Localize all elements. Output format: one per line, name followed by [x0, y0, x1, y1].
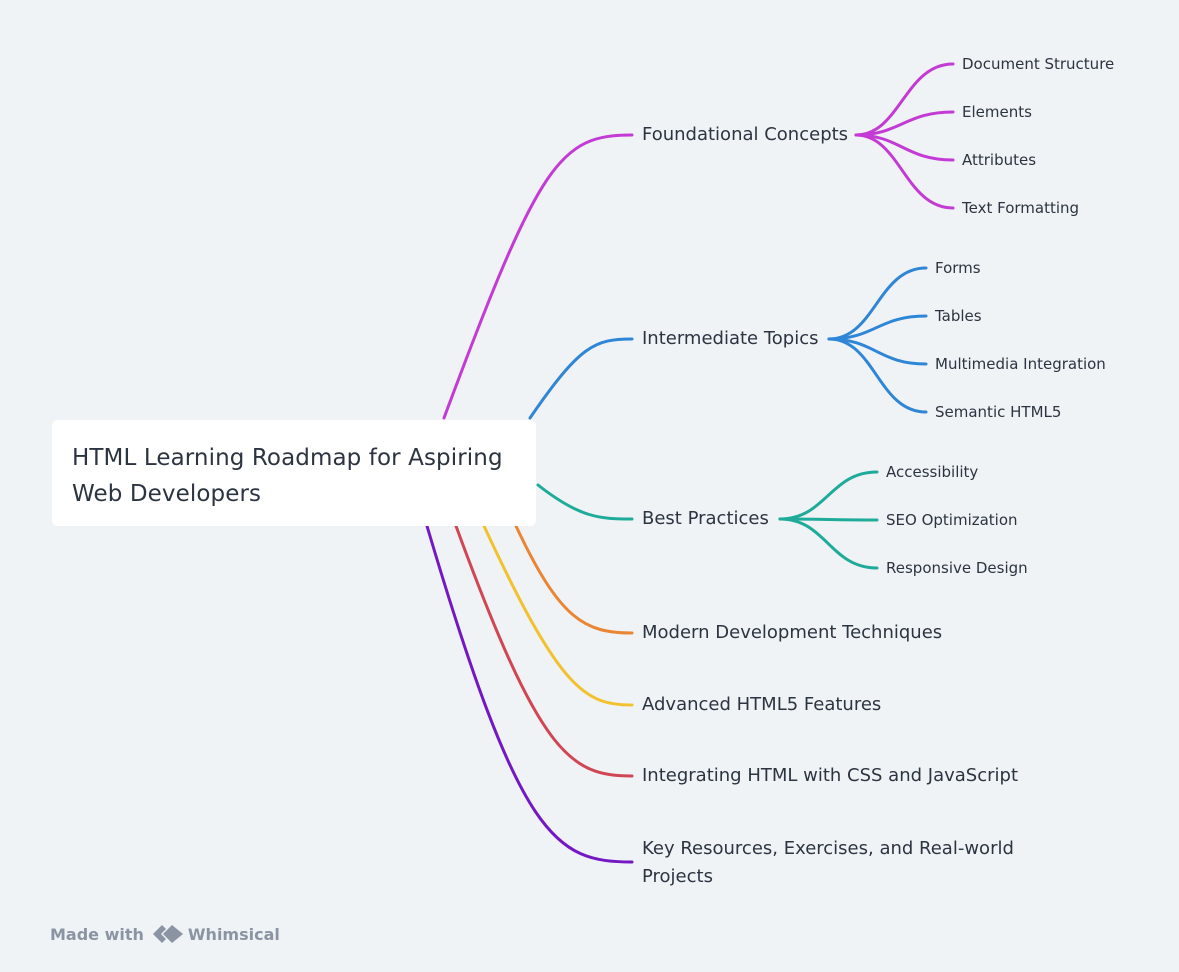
connector-accessibility	[778, 470, 879, 521]
branch-key-resources[interactable]: Key Resources, Exercises, and Real-world…	[642, 838, 1014, 887]
leaf-attributes[interactable]: Attributes	[962, 151, 1037, 169]
connector-best-practices	[536, 483, 634, 521]
leaf-semantic-html5[interactable]: Semantic HTML5	[935, 403, 1062, 421]
connector-tables	[827, 314, 928, 341]
branch-advanced-html5-features[interactable]: Advanced HTML5 Features	[642, 694, 882, 715]
connector-key-resources	[425, 524, 634, 864]
branch-modern-development-techniques[interactable]: Modern Development Techniques	[642, 622, 943, 643]
connector-elements	[854, 110, 955, 137]
connector-advanced	[482, 524, 634, 707]
connector-semantic	[827, 337, 928, 414]
root-topic-label: HTML Learning Roadmap for Aspiring Web D…	[72, 445, 503, 507]
leaf-seo-optimization[interactable]: SEO Optimization	[886, 511, 1018, 529]
connector-document-structure	[854, 62, 955, 137]
leaf-document-structure[interactable]: Document Structure	[962, 55, 1115, 73]
made-with-whimsical-badge[interactable]: Made with Whimsical	[50, 922, 280, 946]
connector-foundational	[442, 133, 634, 420]
leaf-tables[interactable]: Tables	[935, 307, 982, 325]
root-topic[interactable]: HTML Learning Roadmap for Aspiring Web D…	[52, 420, 536, 526]
connector-text-formatting	[854, 133, 955, 210]
leaf-accessibility[interactable]: Accessibility	[886, 463, 979, 481]
connector-responsive	[778, 517, 879, 570]
whimsical-brand-label: Whimsical	[187, 924, 280, 944]
connector-integrating	[454, 524, 634, 778]
branch-intermediate-topics[interactable]: Intermediate Topics	[642, 328, 819, 349]
connector-intermediate	[528, 337, 634, 420]
leaf-forms[interactable]: Forms	[935, 259, 981, 277]
branch-best-practices[interactable]: Best Practices	[642, 508, 769, 529]
branch-foundational-concepts[interactable]: Foundational Concepts	[642, 124, 849, 145]
connector-forms	[827, 266, 928, 341]
whimsical-logo-icon	[150, 922, 186, 946]
branch-integrating-html-css-js[interactable]: Integrating HTML with CSS and JavaScript	[642, 765, 1018, 786]
leaf-text-formatting[interactable]: Text Formatting	[962, 199, 1080, 217]
made-with-label: Made with	[50, 924, 144, 944]
connector-modern	[514, 524, 634, 635]
leaf-elements[interactable]: Elements	[962, 103, 1032, 121]
leaf-multimedia-integration[interactable]: Multimedia Integration	[935, 355, 1106, 373]
leaf-responsive-design[interactable]: Responsive Design	[886, 559, 1028, 577]
